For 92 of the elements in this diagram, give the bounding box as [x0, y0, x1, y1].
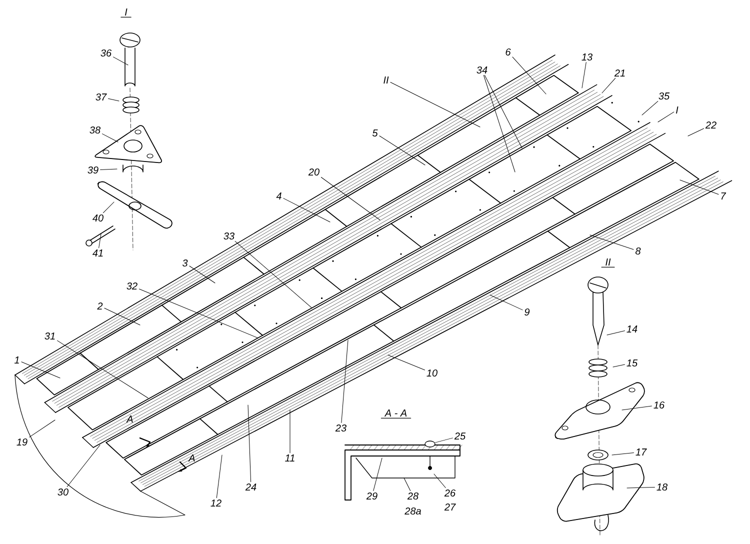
callout-number: 12	[210, 500, 222, 506]
leader-line	[680, 180, 719, 195]
callout-number: 11	[285, 454, 294, 462]
leader-line	[234, 241, 312, 308]
callout-number: 32	[126, 282, 138, 290]
leader-line	[104, 308, 140, 326]
callout-number: 16	[654, 401, 665, 409]
leader-line	[606, 330, 625, 336]
leader-line	[320, 177, 380, 220]
callout-number: 9	[524, 308, 530, 316]
leader-line	[216, 454, 222, 498]
leader-line	[248, 404, 252, 482]
section-letter: A	[188, 454, 195, 462]
callout-number: 13	[582, 53, 592, 61]
callout-number: 37	[96, 93, 107, 101]
callout-number: II	[384, 76, 389, 84]
leader-line	[642, 101, 658, 116]
callout-number: 21	[614, 70, 625, 76]
callout-number: 29	[366, 492, 378, 500]
callout-number: 20	[308, 168, 320, 176]
leader-line	[57, 340, 148, 398]
callout-number: I	[676, 106, 678, 114]
callout-number: 7	[721, 192, 726, 200]
callout-number: 2	[97, 302, 103, 310]
leader-line	[66, 444, 100, 488]
leader-line	[434, 438, 453, 443]
view-title: II	[601, 258, 615, 268]
leader-line	[688, 128, 704, 136]
callout-number: 38	[90, 126, 100, 134]
callout-number: 15	[626, 360, 638, 366]
callout-number: 27	[444, 504, 456, 510]
leader-line	[612, 364, 625, 368]
view-title: I	[120, 8, 132, 18]
callout-number: 23	[335, 424, 346, 432]
callout-number: 1	[14, 356, 19, 364]
callout-number: 14	[626, 326, 638, 332]
callout-number: 17	[636, 448, 647, 456]
callout-number: 4	[276, 192, 282, 200]
callout-number: 35	[658, 92, 670, 100]
leader-line	[189, 266, 216, 284]
callout-number: 24	[245, 484, 256, 490]
leader-line	[622, 406, 652, 410]
callout-number: 41	[92, 250, 103, 256]
leader-line	[113, 56, 128, 66]
callout-number: 39	[88, 166, 98, 174]
leader-line	[484, 75, 522, 148]
leader-line	[100, 168, 118, 170]
callout-number: 3	[182, 259, 188, 267]
leader-line	[483, 75, 516, 172]
callout-number: 28a	[404, 507, 421, 515]
leader-line	[102, 134, 118, 142]
leader-line	[490, 294, 523, 310]
callout-number: 34	[476, 66, 488, 74]
leader-line	[373, 458, 382, 492]
callout-number: 40	[92, 214, 104, 222]
leader-line	[103, 202, 114, 214]
callout-number: 28	[407, 492, 418, 500]
leader-line	[388, 354, 425, 370]
leader-line	[512, 56, 546, 94]
callout-number: 31	[44, 332, 55, 340]
callout-number: 33	[224, 232, 234, 240]
callout-number: 6	[506, 48, 511, 56]
leader-line	[590, 234, 634, 250]
leader-line	[108, 98, 120, 102]
callout-number: 19	[16, 438, 28, 446]
callout-number: 30	[58, 488, 68, 496]
callout-number: 26	[444, 489, 456, 497]
leader-line	[283, 198, 330, 222]
leader-line	[626, 486, 655, 488]
leader-line	[602, 78, 616, 94]
screw-head	[424, 440, 436, 448]
leader-line	[658, 112, 674, 122]
leader-line	[29, 420, 56, 438]
callout-number: 36	[100, 49, 112, 57]
callout-number: 8	[636, 247, 641, 255]
section-letter: A	[126, 416, 133, 422]
leader-line	[434, 474, 446, 488]
leader-line	[582, 62, 586, 88]
callout-number: 25	[454, 432, 466, 440]
leader-line	[98, 234, 102, 248]
callout-number: 5	[372, 130, 378, 136]
leader-line	[379, 136, 426, 166]
leader-line	[390, 82, 480, 128]
callout-number: 18	[656, 483, 668, 491]
leader-line	[139, 288, 258, 338]
leader-line	[612, 452, 634, 456]
leader-line	[341, 340, 348, 424]
callout-number: 10	[426, 369, 438, 377]
view-title: A - A	[380, 410, 412, 418]
callout-number: 22	[705, 122, 716, 128]
leader-line	[404, 478, 411, 492]
leader-line	[21, 362, 60, 378]
